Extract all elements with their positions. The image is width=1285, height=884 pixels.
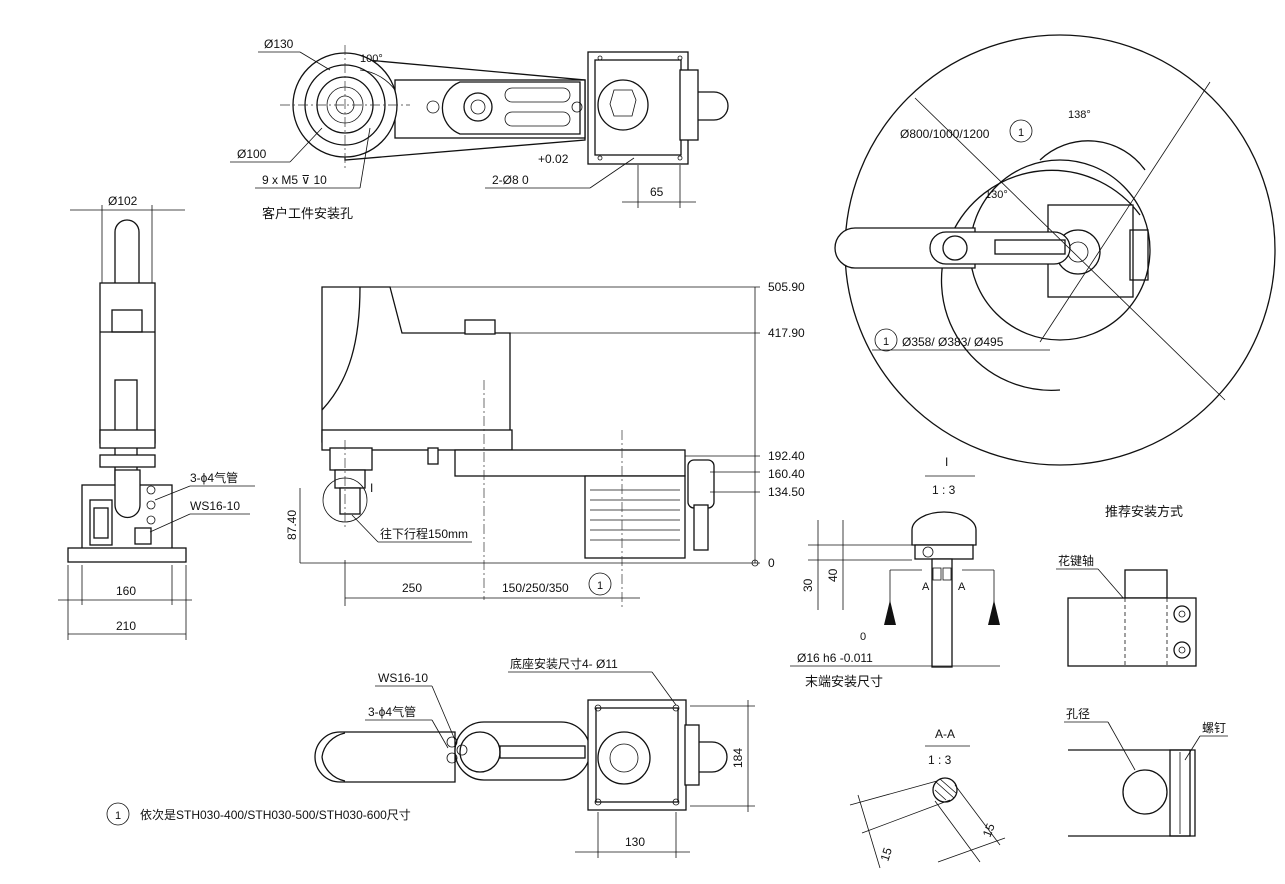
note-marker-side: 1	[597, 580, 603, 592]
dim-h-505: 505.90	[768, 280, 805, 294]
label-air-tube-front: 3-ϕ4气管	[190, 470, 238, 485]
note-marker-workspace-top: 1	[1018, 127, 1024, 139]
dim-dia-inner: Ø358/ Ø383/ Ø495	[902, 335, 1004, 349]
dim-dia-130: Ø130	[264, 37, 294, 51]
dim-210: 210	[116, 619, 136, 633]
front-view: Ø102 3-ϕ4气管 WS16-10 160 210	[58, 194, 255, 640]
dim-tol-plus: +0.02	[538, 152, 569, 166]
label-connector-front: WS16-10	[190, 499, 240, 513]
dim-h-192: 192.40	[768, 449, 805, 463]
dim-shaft: Ø16 h6 -0.011	[797, 651, 873, 665]
dim-40: 40	[826, 568, 840, 582]
note-marker-workspace-bottom: 1	[883, 336, 889, 348]
dim-130: 130	[625, 835, 645, 849]
footnote: 1 依次是STH030-400/STH030-500/STH030-600尺寸	[106, 802, 411, 826]
detail-I-label: I	[945, 455, 948, 469]
dim-15b: 15	[980, 821, 998, 839]
label-air-tube-bottom: 3-ϕ4气管	[368, 704, 416, 719]
footnote-text: 依次是STH030-400/STH030-500/STH030-600尺寸	[140, 807, 411, 822]
label-spline-shaft: 花键轴	[1058, 553, 1094, 568]
dim-shaft-tol-upper: 0	[860, 631, 866, 643]
dim-30: 30	[801, 578, 815, 592]
recommend-title: 推荐安装方式	[1105, 504, 1183, 519]
dim-reach: 150/250/350	[502, 581, 569, 595]
dim-65: 65	[650, 185, 664, 199]
dim-h-160: 160.40	[768, 467, 805, 481]
section-AA-scale: 1 : 3	[928, 753, 952, 767]
dim-250: 250	[402, 581, 422, 595]
workspace-view: Ø800/1000/1200 1 138° 130° 1 Ø358/ Ø383/…	[834, 34, 1276, 466]
detail-I-scale: 1 : 3	[932, 483, 956, 497]
dim-184: 184	[731, 748, 745, 768]
section-AA: A-A 1 : 3 15 15	[849, 727, 1006, 869]
section-A-left: A	[922, 581, 930, 593]
caption-workpiece-holes: 客户工件安装孔	[262, 206, 353, 221]
dim-pin-holes: 2-Ø8 0	[492, 173, 529, 187]
side-view: 505.90 417.90 192.40 160.40 134.50 0 87.…	[285, 230, 805, 610]
dim-h-87: 87.40	[285, 510, 299, 540]
dim-15a: 15	[878, 846, 896, 863]
dim-h-0: 0	[768, 556, 775, 570]
label-stroke: 往下行程150mm	[380, 526, 468, 541]
caption-end-mount: 末端安装尺寸	[805, 674, 883, 689]
label-connector-bottom: WS16-10	[378, 671, 428, 685]
dim-dia-100: Ø100	[237, 147, 267, 161]
section-A-right: A	[958, 581, 966, 593]
top-view: Ø130 100° Ø100 9 x M5 ⊽ 10 +0.02 2-Ø8 0 …	[230, 37, 729, 221]
label-hole-dia: 孔径	[1066, 707, 1090, 721]
dim-angle-138: 138°	[1068, 109, 1091, 121]
footnote-marker: 1	[115, 810, 121, 822]
label-screw: 螺钉	[1202, 721, 1226, 735]
bottom-view: 底座安装尺寸4- Ø11 WS16-10 3-ϕ4气管 184 130	[314, 656, 755, 858]
dim-angle-100: 100°	[360, 53, 383, 65]
label-base-holes: 底座安装尺寸4- Ø11	[510, 656, 618, 671]
recommended-mounting: 推荐安装方式 花键轴 孔径 螺钉	[1056, 504, 1228, 837]
dim-dia-outer: Ø800/1000/1200	[900, 127, 990, 141]
dim-dia-102: Ø102	[108, 194, 138, 208]
dim-h-417: 417.90	[768, 326, 805, 340]
dim-angle-130: 130°	[985, 189, 1008, 201]
section-AA-label: A-A	[935, 727, 955, 741]
label-detail-I: I	[370, 481, 373, 495]
detail-I: I 1 : 3 A A 30 40 0 Ø16 h6 -0.011 末端安装尺寸	[790, 455, 1000, 689]
dim-holes-m5: 9 x M5 ⊽ 10	[262, 173, 327, 187]
dim-h-134: 134.50	[768, 485, 805, 499]
dim-160: 160	[116, 584, 136, 598]
